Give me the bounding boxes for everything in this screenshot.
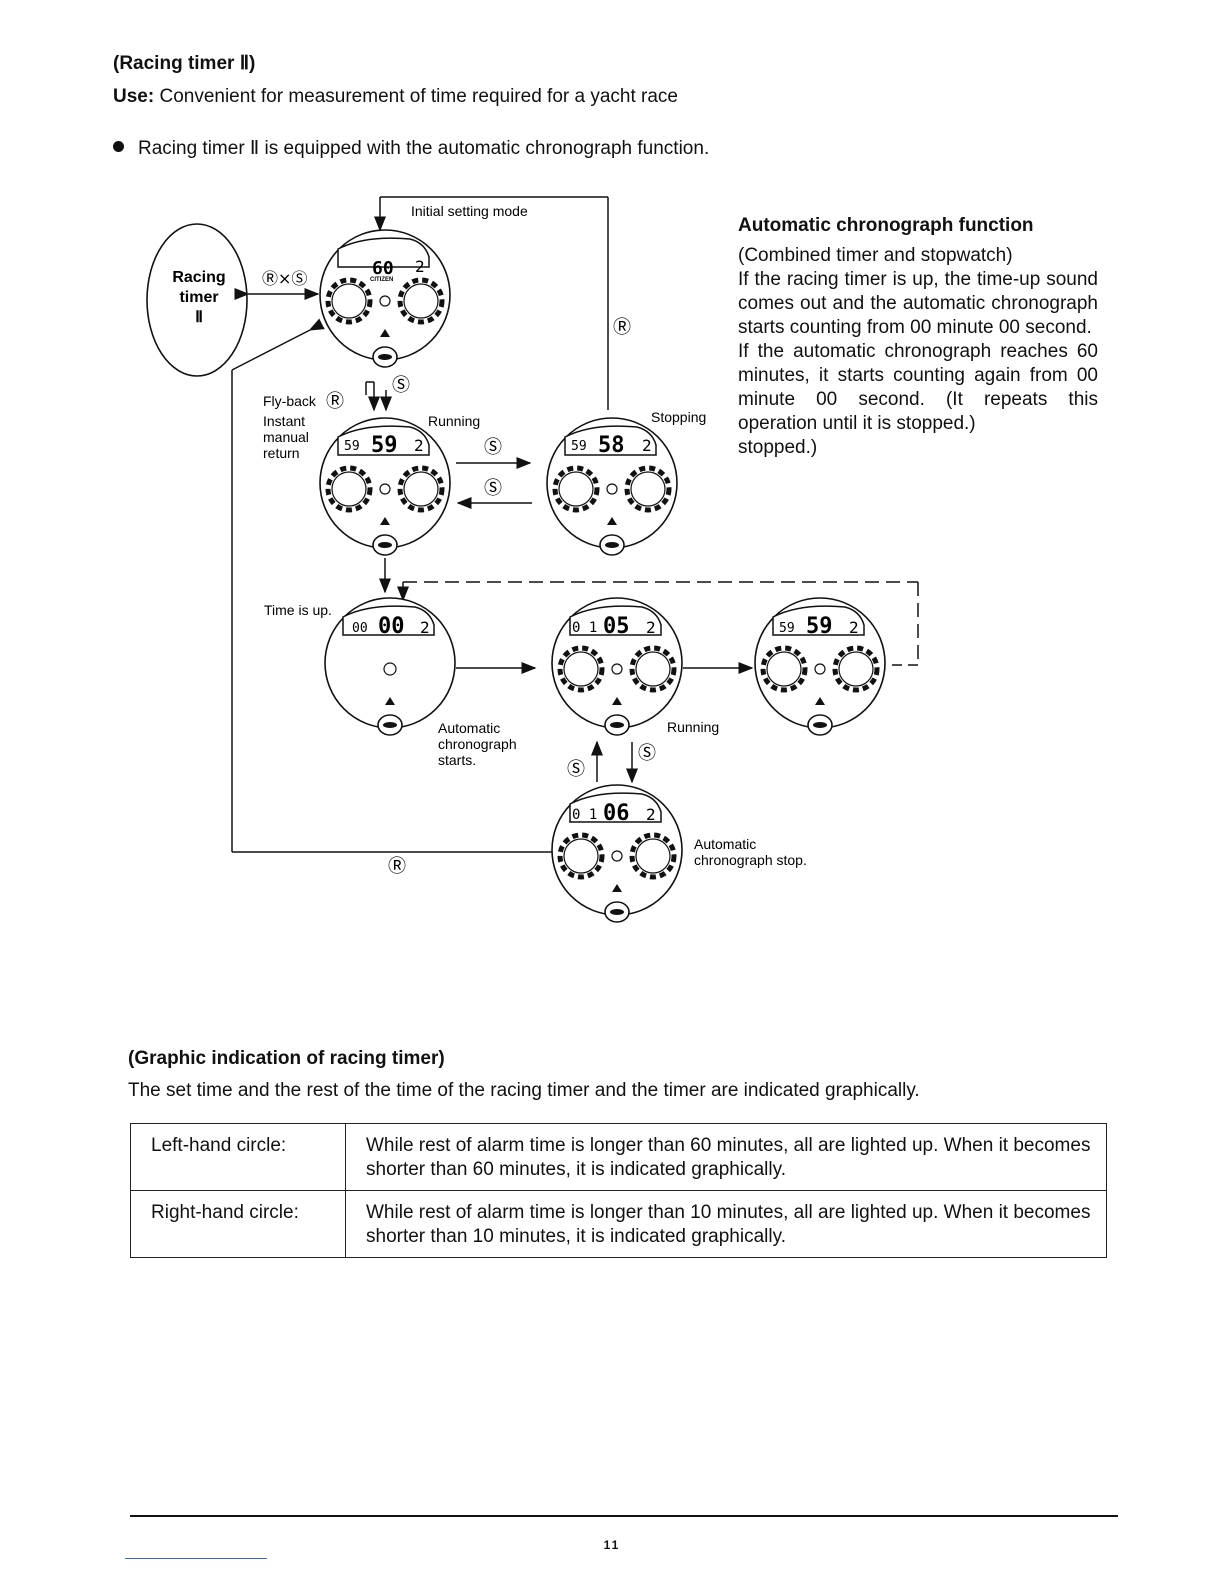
mode-bubble-line3: Ⅱ bbox=[195, 309, 203, 326]
section-title: (Racing timer Ⅱ) bbox=[113, 53, 256, 74]
watch6-right: 2 bbox=[849, 618, 859, 637]
bullet-text: Racing timer Ⅱ is equipped with the auto… bbox=[138, 138, 710, 159]
mode-bubble-line1: Racing bbox=[172, 269, 225, 286]
stopping-label: Stopping bbox=[651, 409, 706, 425]
s-resume-icon: Ⓢ bbox=[567, 759, 585, 780]
watch3-small: 59 bbox=[571, 439, 587, 454]
watch3-right: 2 bbox=[642, 436, 652, 455]
row-label: Right-hand circle: bbox=[130, 1190, 346, 1258]
watch5-small: 0 1 bbox=[572, 620, 597, 636]
watch6-big: 59 bbox=[806, 614, 833, 639]
auto-chrono-subtitle: (Combined timer and stopwatch) bbox=[738, 245, 1013, 266]
auto-chrono-para3: stopped.) bbox=[738, 437, 818, 458]
instant-line2: manual bbox=[263, 429, 309, 445]
row-desc: While rest of alarm time is longer than … bbox=[345, 1123, 1107, 1191]
r-button-icon: Ⓡ bbox=[613, 317, 631, 338]
watch4-right: 2 bbox=[420, 618, 430, 637]
auto-starts-line2: chronograph bbox=[438, 736, 517, 752]
page-number: 11 bbox=[603, 1538, 621, 1552]
s-to-run-icon: Ⓢ bbox=[484, 478, 502, 499]
auto-starts-line1: Automatic bbox=[438, 720, 500, 736]
r-button-bottom-icon: Ⓡ bbox=[388, 856, 406, 877]
graphic-section-title: (Graphic indication of racing timer) bbox=[128, 1048, 445, 1069]
graphic-section-text: The set time and the rest of the time of… bbox=[128, 1080, 920, 1101]
auto-starts-line3: starts. bbox=[438, 752, 476, 768]
watch4-small: 00 bbox=[352, 621, 368, 636]
bullet-dot-icon bbox=[113, 141, 124, 152]
table-row: Left-hand circle: While rest of alarm ti… bbox=[130, 1123, 1107, 1191]
flyback-r-icon: Ⓡ bbox=[326, 391, 344, 412]
auto-chrono-para1: If the racing timer is up, the time-up s… bbox=[738, 269, 1098, 338]
watch7-big: 06 bbox=[603, 801, 630, 826]
watch7-right: 2 bbox=[646, 805, 656, 824]
watch4-big: 00 bbox=[378, 614, 405, 639]
use-line: Use: Convenient for measurement of time … bbox=[113, 86, 678, 108]
initial-setting-label: Initial setting mode bbox=[411, 203, 528, 219]
table-row: Right-hand circle: While rest of alarm t… bbox=[130, 1190, 1107, 1258]
use-label: Use: bbox=[113, 86, 155, 107]
rs-combo-label: Ⓡ×Ⓢ bbox=[262, 269, 307, 288]
watch1-right: 2 bbox=[415, 257, 425, 276]
watch2-right: 2 bbox=[414, 436, 424, 455]
watch3-big: 58 bbox=[598, 433, 625, 458]
auto-stop-line1: Automatic bbox=[694, 836, 756, 852]
auto-stop-line2: chronograph stop. bbox=[694, 852, 807, 868]
footer-divider bbox=[130, 1515, 1118, 1517]
watch2-big: 59 bbox=[371, 433, 398, 458]
mode-bubble-line2: timer bbox=[179, 289, 218, 306]
blue-underline bbox=[125, 1558, 267, 1559]
auto-chrono-description: Automatic chronograph function (Combined… bbox=[738, 214, 1098, 460]
auto-chrono-para2: If the automatic chronograph reaches 60 … bbox=[738, 341, 1098, 434]
time-is-up-label: Time is up. bbox=[264, 602, 332, 618]
watch5-big: 05 bbox=[603, 614, 630, 639]
s-stop-icon: Ⓢ bbox=[638, 743, 656, 764]
feature-bullet: Racing timer Ⅱ is equipped with the auto… bbox=[113, 137, 709, 160]
row-desc: While rest of alarm time is longer than … bbox=[345, 1190, 1107, 1258]
watch7-small: 0 1 bbox=[572, 807, 597, 823]
s-to-stop-icon: Ⓢ bbox=[484, 437, 502, 458]
flyback-label: Fly-back bbox=[263, 393, 317, 409]
row-label: Left-hand circle: bbox=[130, 1123, 346, 1191]
running-label-2: Running bbox=[667, 719, 719, 735]
flow-diagram: Racing timer Ⅱ Ⓡ×Ⓢ Initial setting mode … bbox=[146, 196, 919, 960]
use-text: Convenient for measurement of time requi… bbox=[159, 86, 678, 107]
watch2-small: 59 bbox=[344, 439, 360, 454]
watch5-right: 2 bbox=[646, 618, 656, 637]
auto-chrono-title: Automatic chronograph function bbox=[738, 215, 1034, 236]
watch-initial bbox=[320, 230, 450, 367]
running-label: Running bbox=[428, 413, 480, 429]
watch6-small: 59 bbox=[779, 621, 795, 636]
instant-line3: return bbox=[263, 445, 300, 461]
flyback-s-icon: Ⓢ bbox=[392, 375, 410, 396]
watch1-big: 60 bbox=[372, 258, 394, 279]
graphic-legend-table: Left-hand circle: While rest of alarm ti… bbox=[130, 1123, 1107, 1258]
mode-bubble bbox=[146, 223, 248, 377]
instant-line1: Instant bbox=[263, 413, 305, 429]
watch1-brand: CITIZEN bbox=[370, 277, 393, 283]
